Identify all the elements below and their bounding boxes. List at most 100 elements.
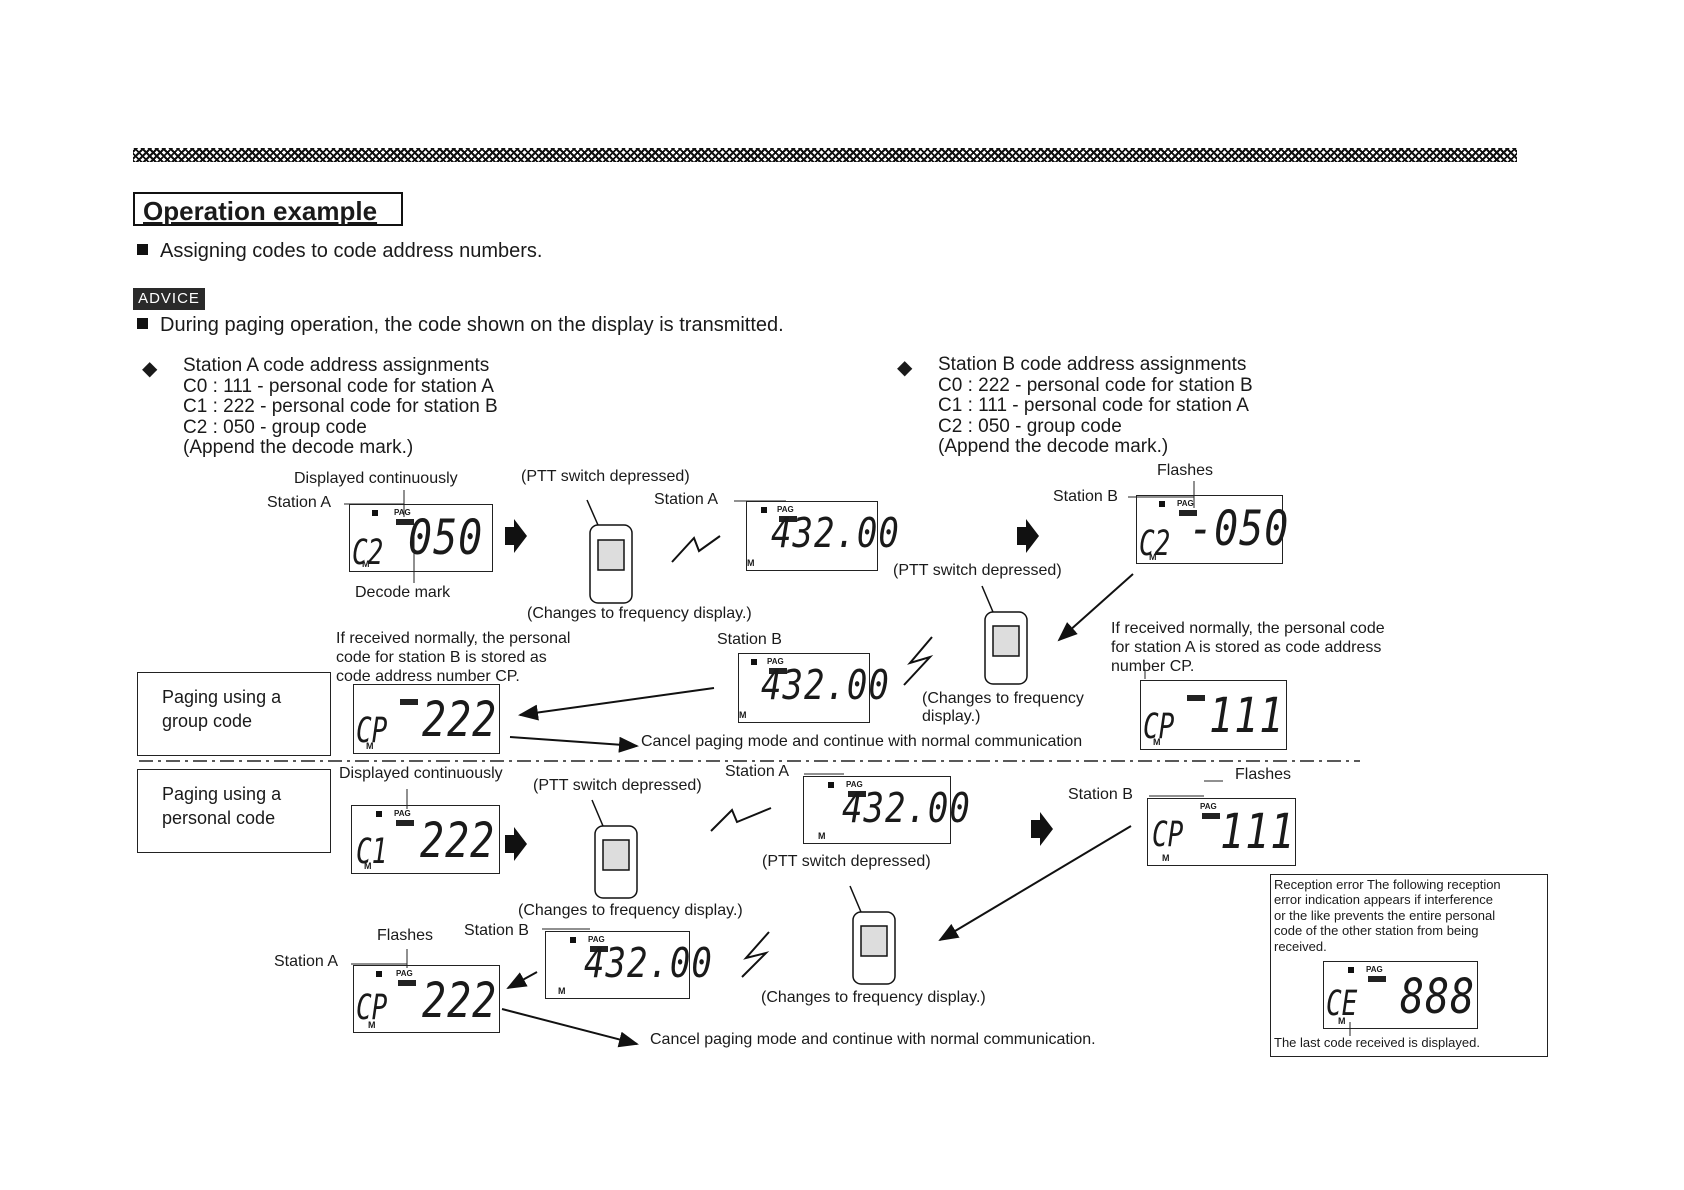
diamond-bullet-icon: ◆ [142,358,158,380]
lcd-pag-label: PAG [394,809,411,818]
handheld-radio-icon [981,585,1028,685]
error-text: received. [1274,939,1327,954]
lcd-pag-bar [396,519,414,525]
label-ptt-depressed: (PTT switch depressed) [521,468,690,485]
lcd-display: CP 222 M [353,684,500,754]
label-decode-mark: Decode mark [355,584,451,601]
label-changes-freq: (Changes to frequency [922,690,1084,707]
error-text: error indication appears if interference [1274,892,1493,907]
flow-arrows [501,573,1134,1048]
personal-code-box-line: personal code [162,808,276,828]
error-text: or the like prevents the entire personal [1274,908,1496,923]
lcd-display: PAG 432.00 M [738,653,889,723]
lcd-pag-label: PAG [767,657,784,666]
lcd-code: CP [1152,815,1184,856]
label-received-a: for station A is stored as code address [1111,639,1382,656]
lcd-value: 222 [420,814,496,870]
label-received-b: If received normally, the personal [336,630,571,647]
lcd-pag-label: PAG [588,935,605,944]
station-b-heading: Station B code address assignments [938,354,1247,375]
label-station-b: Station B [464,922,529,939]
label-cancel-paging: Cancel paging mode and continue with nor… [641,733,1083,750]
intro-text: Assigning codes to code address numbers. [160,240,543,262]
lcd-indicator-dot [1159,501,1165,507]
lcd-pag-bar [400,699,418,705]
lcd-pag-bar [590,946,608,952]
pointer-lines [344,481,1351,1036]
handheld-radio-icon [586,499,633,604]
lcd-display: PAG 432.00 M [545,931,712,999]
lcd-indicator-dot [1348,967,1354,973]
lcd-m-label: M [364,861,372,871]
lcd-pag-bar [1202,813,1220,819]
lcd-display: CP 111 M [1140,680,1287,750]
group-code-box-line: group code [162,711,253,731]
lcd-pag-bar [1368,976,1386,982]
lcd-indicator-dot [570,937,576,943]
lcd-pag-bar [398,980,416,986]
group-code-box-line: Paging using a [162,687,282,707]
lcd-m-label: M [818,831,826,841]
station-b-line: (Append the decode mark.) [938,436,1169,457]
lcd-display: PAG CP 222 M [353,965,500,1033]
lcd-m-label: M [366,741,374,751]
lcd-m-label: M [1162,853,1170,863]
label-flashes: Flashes [1157,462,1214,479]
lcd-m-label: M [1149,552,1157,562]
handheld-radio-icon [849,885,896,985]
lcd-indicator-dot [376,811,382,817]
label-flashes: Flashes [1235,766,1292,783]
label-displayed-continuously: Displayed continuously [339,765,503,782]
lcd-code: CP [356,988,388,1029]
lcd-indicator-dot [828,782,834,788]
lcd-value: 050 [408,511,484,567]
radio-wave-icon [671,535,934,978]
station-b-line: C1 : 111 - personal code for station A [938,395,1249,416]
lcd-pag-bar [396,820,414,826]
label-ptt-depressed: (PTT switch depressed) [533,777,702,794]
page-title: Operation example [133,192,403,226]
personal-code-box: Paging using a personal code [137,769,331,853]
station-b-line: C2 : 050 - group code [938,415,1122,437]
lcd-pag-label: PAG [1177,499,1194,508]
top-border-pattern [133,148,1517,162]
label-changes-freq: display.) [922,708,981,725]
lcd-m-label: M [1153,737,1161,747]
label-station-a: Station A [654,491,719,508]
lcd-m-label: M [362,559,370,569]
lcd-indicator-dot [761,507,767,513]
lcd-indicator-dot [376,971,382,977]
label-received-a: number CP. [1111,658,1195,675]
lcd-m-label: M [747,558,755,568]
label-station-b: Station B [1068,786,1133,803]
label-changes-freq: (Changes to frequency display.) [527,605,752,622]
label-received-b: code for station B is stored as [336,649,547,666]
lcd-code: CE [1326,984,1358,1025]
lcd-display: PAG CE 888 M [1323,961,1478,1029]
label-station-a: Station A [725,763,790,780]
lcd-code: C2 [1139,524,1171,565]
lcd-m-label: M [368,1020,376,1030]
intro-line: Assigning codes to code address numbers. [137,240,542,263]
lcd-code: CP [1143,707,1175,748]
lcd-pag-label: PAG [1200,802,1217,811]
label-station-b: Station B [717,631,782,648]
lcd-value: 222 [422,693,498,749]
lcd-pag-label: PAG [1366,965,1383,974]
station-a-line: C2 : 050 - group code [183,416,367,438]
lcd-frequency: 432.00 [771,510,900,558]
label-flashes: Flashes [377,927,434,944]
square-bullet-icon [137,318,148,330]
label-changes-freq: (Changes to frequency display.) [518,902,743,919]
label-ptt-depressed: (PTT switch depressed) [893,562,1062,579]
label-displayed-continuously: Displayed continuously [294,470,458,487]
bold-right-arrow-icon [505,519,1053,861]
lcd-display: PAG 432.00 M [746,501,899,571]
lcd-code: C1 [356,832,388,873]
lcd-code: C2 [352,533,384,574]
lcd-pag-bar [848,791,866,797]
station-a-heading: Station A code address assignments [183,355,490,376]
handheld-radio-icon [591,799,638,899]
lcd-m-label: M [558,986,566,996]
